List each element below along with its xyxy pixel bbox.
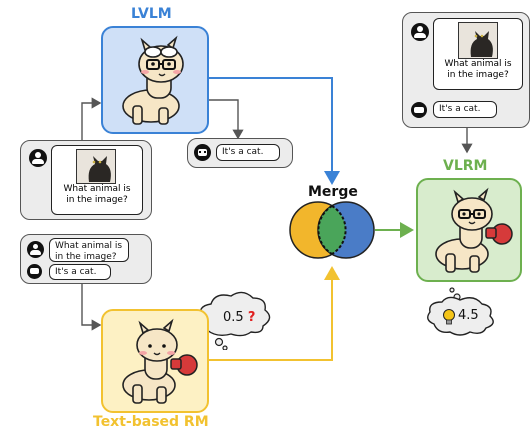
llama-icon bbox=[122, 35, 184, 125]
merge-venn bbox=[289, 201, 375, 259]
text-rm-box bbox=[101, 309, 209, 413]
boxing-glove-icon bbox=[485, 223, 513, 245]
text-rm-score-value: 0.5 bbox=[223, 310, 244, 325]
user-icon bbox=[27, 241, 44, 258]
vlrm-input-bubble: What animal is in the image? bbox=[433, 18, 523, 90]
lvlm-answer-text: It's a cat. bbox=[216, 144, 280, 161]
text-answer-text: It's a cat. bbox=[49, 264, 111, 280]
arrow-input-to-lvlm bbox=[81, 97, 102, 140]
thought-cloud-icon bbox=[427, 287, 494, 336]
lvlm-answer-panel: It's a cat. bbox=[187, 138, 293, 168]
boxing-glove-icon bbox=[170, 354, 198, 376]
input-bubble: What animal is in the image? bbox=[51, 145, 143, 215]
input-question-text: What animal is in the image? bbox=[63, 184, 131, 205]
cat-image-icon bbox=[76, 149, 116, 184]
robot-icon bbox=[194, 144, 211, 161]
text-question-text: What animal is in the image? bbox=[49, 238, 129, 262]
llama-icon bbox=[435, 187, 513, 273]
vlrm-box bbox=[416, 178, 522, 282]
input-panel: What animal is in the image? bbox=[20, 140, 152, 220]
user-icon bbox=[411, 23, 429, 41]
robot-icon bbox=[411, 102, 427, 118]
vlrm-score-cloud: 4.5 bbox=[424, 286, 506, 338]
lvlm-title: LVLM bbox=[131, 6, 172, 22]
cat-image-icon bbox=[458, 22, 498, 59]
arrow-rm-to-merge bbox=[206, 266, 340, 361]
vlrm-answer-text: It's a cat. bbox=[433, 101, 497, 118]
llama-icon bbox=[122, 318, 198, 404]
vlrm-score-value: 4.5 bbox=[458, 308, 479, 323]
arrow-text-to-rm bbox=[81, 282, 102, 331]
vlrm-input-panel: What animal is in the image? It's a cat. bbox=[402, 12, 530, 128]
lvlm-box bbox=[101, 26, 209, 134]
text-rm-score-suffix: ? bbox=[247, 310, 256, 325]
vlrm-question-text: What animal is in the image? bbox=[444, 59, 512, 80]
vlrm-title: VLRM bbox=[443, 158, 488, 174]
text-panel: What animal is in the image? It's a cat. bbox=[20, 234, 152, 284]
user-icon bbox=[29, 149, 47, 167]
arrow-lvlm-to-merge bbox=[206, 77, 340, 185]
text-rm-score: 0.5 ? bbox=[223, 310, 255, 325]
thought-cloud-icon: 0.5 ? bbox=[195, 290, 277, 351]
arrow-lvlm-to-answer bbox=[206, 99, 244, 140]
robot-icon bbox=[27, 264, 42, 279]
merge-label: Merge bbox=[308, 184, 358, 200]
lightbulb-icon bbox=[443, 309, 455, 325]
text-rm-title: Text-based RM bbox=[93, 414, 209, 430]
